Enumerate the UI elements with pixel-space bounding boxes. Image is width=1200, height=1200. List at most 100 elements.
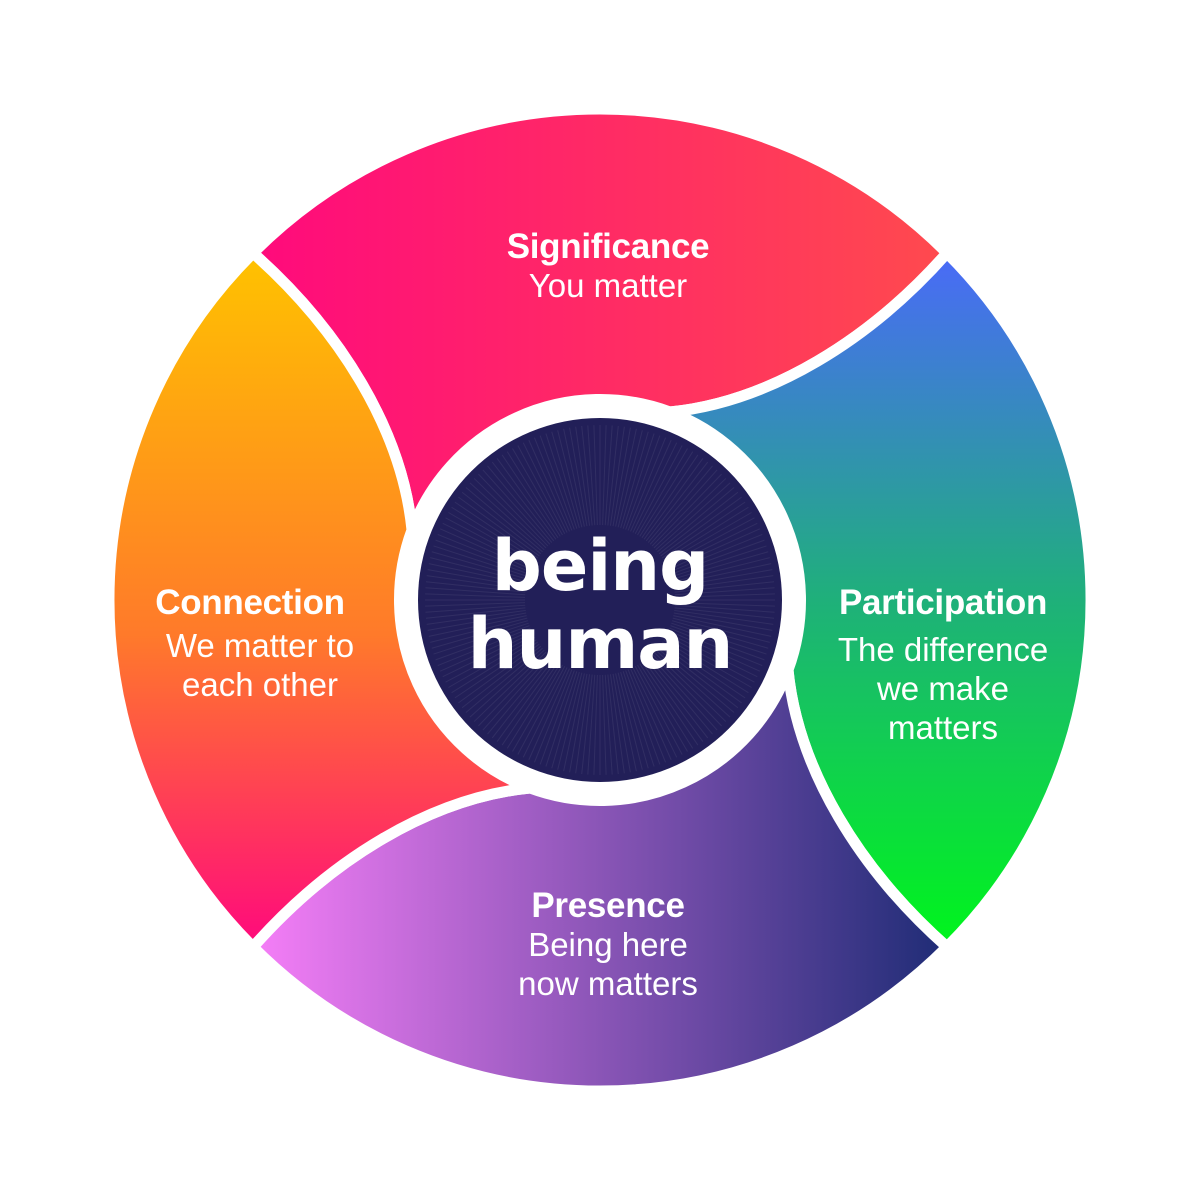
- ray-line: [593, 425, 598, 526]
- ray-line: [496, 660, 557, 742]
- ray-line: [639, 451, 694, 537]
- ray-line: [634, 445, 683, 535]
- ray-line: [528, 439, 570, 532]
- ray-line: [647, 465, 713, 543]
- segment-connection: [103, 247, 536, 953]
- ray-line: [533, 437, 573, 531]
- ray-line: [674, 581, 775, 593]
- segment-subtitle: The difference: [837, 631, 1049, 668]
- ray-line: [442, 522, 533, 568]
- ray-line: [439, 630, 532, 672]
- ray-line: [661, 641, 746, 699]
- ray-line: [473, 478, 547, 549]
- ray-line: [528, 668, 570, 761]
- ray-line: [651, 473, 722, 547]
- ray-line: [491, 461, 555, 542]
- ray-line: [451, 506, 537, 561]
- ray-line: [657, 487, 735, 553]
- ray-line: [658, 645, 739, 709]
- ray-line: [433, 622, 529, 655]
- ray-line: [604, 425, 613, 526]
- ray-line: [427, 612, 527, 631]
- ray-line: [663, 639, 749, 694]
- ray-line: [671, 622, 767, 655]
- ray-line: [496, 458, 557, 540]
- ray-line: [478, 473, 549, 547]
- ray-line: [461, 645, 542, 709]
- ray-line: [639, 663, 694, 749]
- ray-line: [622, 433, 655, 529]
- segment-label-participation: Participation The difference we make mat…: [793, 583, 1093, 747]
- ray-line: [512, 448, 563, 536]
- ray-line: [657, 647, 735, 713]
- ray-line: [545, 433, 578, 529]
- ray-line: [426, 575, 526, 591]
- ray-line: [607, 674, 619, 775]
- ray-line: [641, 454, 699, 539]
- ray-line: [625, 670, 661, 765]
- ray-line: [674, 602, 775, 607]
- ray-line: [487, 465, 553, 543]
- ray-line: [663, 506, 749, 561]
- ray-line: [615, 428, 637, 527]
- ray-line: [651, 653, 722, 727]
- ray-line: [430, 617, 528, 643]
- ray-line: [645, 461, 709, 542]
- ray-line: [672, 617, 770, 643]
- ray-line: [674, 607, 775, 619]
- ray-line: [643, 660, 704, 742]
- ray-line: [426, 609, 526, 625]
- ray-line: [506, 451, 561, 537]
- ray-line: [551, 431, 580, 529]
- segment-title: Presence: [531, 886, 685, 925]
- ray-line: [478, 653, 549, 727]
- ray-line: [630, 439, 672, 532]
- ray-line: [622, 671, 655, 767]
- ray-line: [482, 655, 551, 731]
- ray-line: [469, 649, 545, 718]
- ray-line: [473, 651, 547, 722]
- ray-line: [522, 667, 568, 758]
- ray-line: [501, 454, 559, 539]
- ray-line: [431, 551, 529, 580]
- ray-line: [569, 673, 588, 773]
- ray-line: [501, 661, 559, 746]
- ray-line: [437, 627, 531, 667]
- center-title-being: being: [491, 525, 710, 607]
- ray-line: [625, 435, 661, 530]
- ray-line: [667, 632, 758, 678]
- ray-line: [664, 512, 752, 563]
- ray-line: [428, 563, 527, 585]
- ray-line: [602, 425, 607, 526]
- ray-line: [620, 671, 649, 769]
- ray-line: [647, 657, 713, 735]
- ray-line: [563, 428, 585, 527]
- segment-subtitle: You matter: [528, 267, 688, 304]
- ray-line: [435, 625, 530, 661]
- ray-line: [533, 669, 573, 763]
- ray-line: [653, 478, 727, 549]
- ray-line: [632, 442, 678, 533]
- ray-line: [557, 672, 583, 770]
- ray-line: [458, 643, 540, 704]
- ray-line: [674, 593, 775, 598]
- segment-subtitle: now matters: [518, 965, 698, 1002]
- segment-title: Significance: [506, 227, 710, 266]
- ray-line: [451, 639, 537, 694]
- ray-line: [604, 674, 613, 775]
- ray-line: [673, 612, 773, 631]
- ray-line: [431, 620, 529, 649]
- ray-line: [587, 425, 596, 526]
- ray-line: [512, 664, 563, 752]
- ray-line: [645, 658, 709, 739]
- ray-line: [593, 674, 598, 775]
- ray-line: [637, 664, 688, 752]
- ray-line: [602, 674, 607, 775]
- ray-line: [667, 522, 758, 568]
- ray-line: [454, 501, 539, 559]
- ray-line: [643, 458, 704, 540]
- ray-line: [653, 651, 727, 722]
- center-title-human: human: [467, 603, 734, 685]
- ray-line: [439, 528, 532, 570]
- ray-line: [607, 425, 619, 526]
